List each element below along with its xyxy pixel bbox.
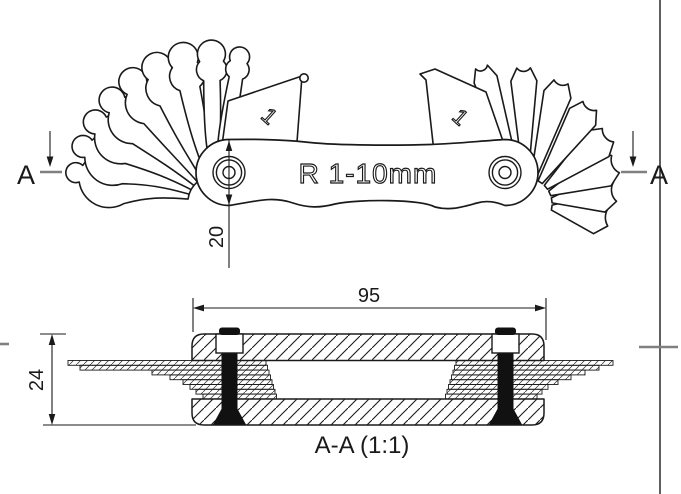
gauge-top-view: 1 1 R 1-10mm 20: [17, 39, 668, 268]
dimension-body-width: 20: [206, 140, 233, 268]
section-marker-right: A: [621, 131, 668, 190]
top-clamp-plate: [191, 333, 545, 362]
section-view: 95 24 A-A (1:1): [26, 285, 614, 459]
blade-tip-ball: [298, 73, 309, 84]
dim-20-value: 20: [206, 226, 228, 248]
dimension-height: 24: [26, 333, 196, 426]
gauge-range-label: R 1-10mm: [299, 158, 438, 189]
section-marker-left: A: [17, 131, 62, 190]
left-screw: [213, 327, 246, 425]
blade-stack-right: [445, 360, 614, 400]
section-label-right: A: [650, 160, 668, 190]
section-label-left: A: [17, 160, 35, 190]
dim-95-value: 95: [358, 285, 380, 307]
right-rivet: [488, 155, 522, 190]
dim-24-value: 24: [26, 369, 48, 391]
dimension-length: 95: [192, 285, 547, 340]
right-screw: [489, 327, 522, 425]
blade-stack-left: [67, 360, 277, 400]
section-caption: A-A (1:1): [315, 432, 410, 459]
bottom-clamp-plate: [191, 398, 545, 426]
